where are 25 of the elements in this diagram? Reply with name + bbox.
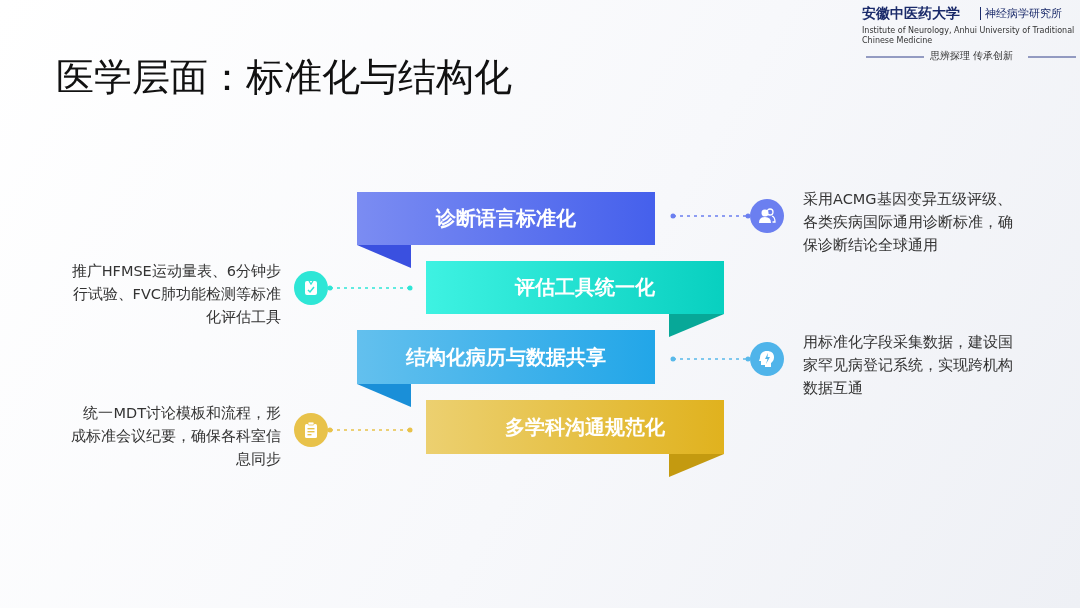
ribbon-banner — [357, 192, 655, 245]
description-text: 采用ACMG基因变异五级评级、各类疾病国际通用诊断标准，确保诊断结论全球通用 — [803, 190, 1014, 255]
icon-badge — [294, 413, 328, 447]
subtitle-text: Institute of Neurology, Anhui University of Traditional Chinese Medicine — [862, 26, 1076, 46]
ribbon-banner — [426, 400, 724, 454]
dotted-connector — [670, 213, 751, 219]
ribbon-banner — [357, 330, 655, 384]
description-text: 统一MDT讨论模板和流程，形成标准会议纪要，确保各科室信息同步 — [70, 404, 281, 469]
letterhead-text: 安徽中医药大学 — [862, 5, 960, 22]
description-text: 用标准化字段采集数据，建设国家罕见病登记系统，实现跨机构数据互通 — [803, 333, 1014, 398]
ribbon-title: 结构化病历与数据共享 — [406, 343, 606, 371]
dotted-connector — [327, 427, 413, 433]
ribbon-title: 多学科沟通规范化 — [505, 413, 665, 441]
ribbon-title: 评估工具统一化 — [515, 274, 655, 301]
icon-badge — [750, 342, 784, 376]
description-text: 推广HFMSE运动量表、6分钟步行试验、FVC肺功能检测等标准化评估工具 — [70, 262, 281, 327]
dotted-connector — [327, 285, 413, 291]
slide-title: 医学层面：标准化与结构化 — [56, 54, 512, 101]
ribbon-title: 诊断语言标准化 — [436, 205, 576, 232]
icon-badge — [294, 271, 328, 305]
icon-badge — [750, 199, 784, 233]
ribbon-banner — [426, 261, 724, 314]
motto-text: 思辨探理 传承创新 — [930, 50, 1014, 62]
dotted-connector — [670, 356, 751, 362]
letterhead-text: 神经病学研究所 — [980, 7, 1062, 21]
